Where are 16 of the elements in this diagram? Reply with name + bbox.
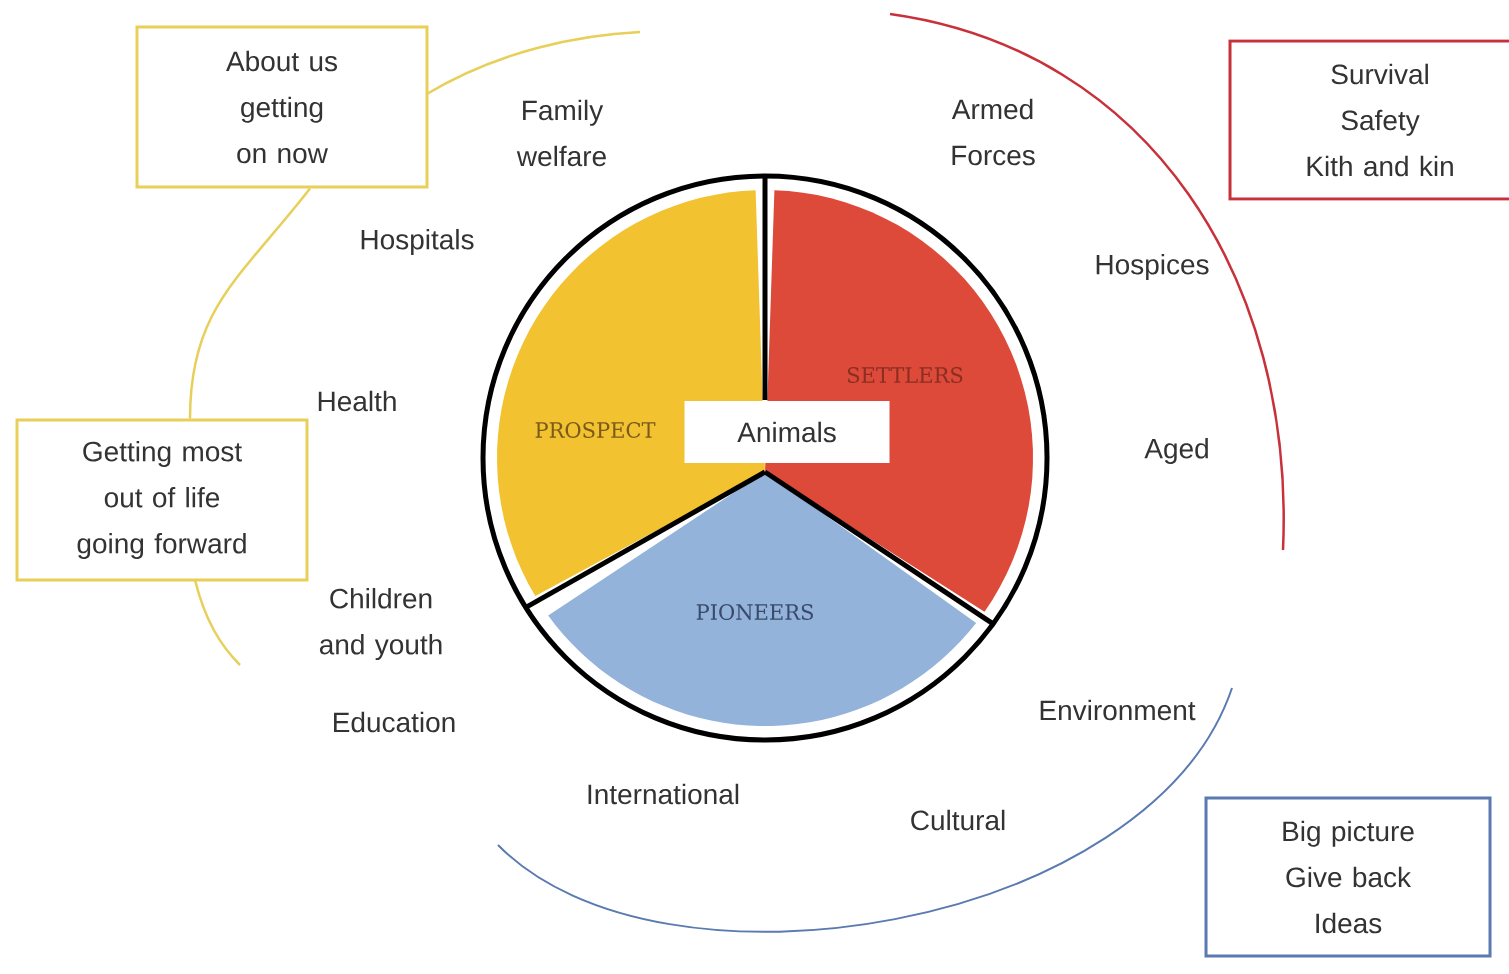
category-label: Health — [318, 390, 396, 412]
category-label: Hospices — [1096, 253, 1209, 281]
category-label: Environment — [1040, 699, 1196, 721]
category-label: Hospitals — [361, 228, 474, 256]
text-box: Getting most out of life going forward — [15, 418, 309, 582]
center-label-box: Animals — [684, 401, 890, 463]
category-label: Education — [334, 711, 455, 733]
text-box: About us getting on now — [135, 25, 429, 189]
connector-line — [188, 187, 311, 419]
category-label: Aged — [1144, 437, 1208, 465]
category-label: Cultural — [911, 809, 1005, 831]
text-box: Big picture Give back Ideas — [1204, 796, 1492, 958]
pie-segment: PIONEERS — [548, 472, 977, 726]
text-box: Survival Safety Kith and kin — [1228, 39, 1509, 201]
category-label: Children and youth — [319, 587, 442, 661]
category-label: International — [588, 783, 739, 805]
